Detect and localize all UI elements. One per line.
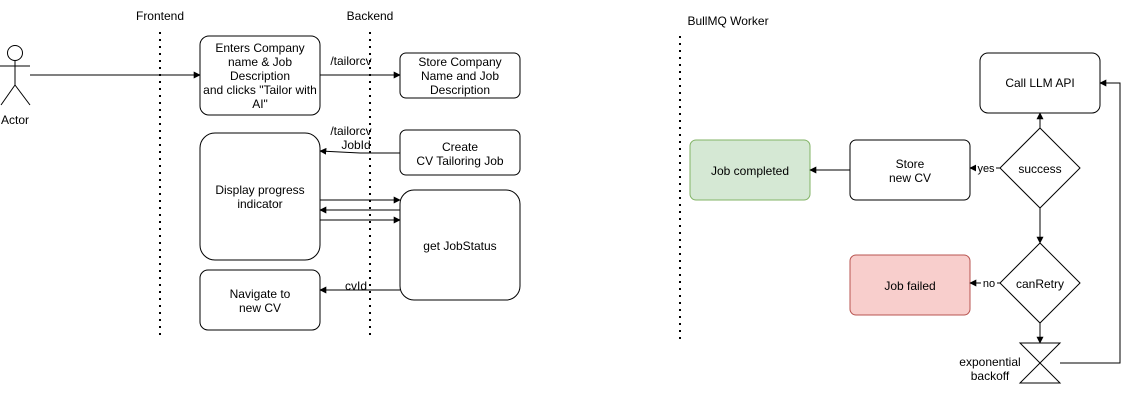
display-progress-box bbox=[199, 132, 321, 261]
tailorcv-response-label-2: JobId bbox=[341, 138, 370, 152]
job-completed-label: Job completed bbox=[711, 164, 789, 178]
job-failed-label: Job failed bbox=[884, 279, 935, 293]
backoff-timer-icon bbox=[1018, 342, 1062, 384]
label-line: Store bbox=[896, 157, 925, 171]
label-line: backoff bbox=[971, 369, 1010, 383]
lane-label-frontend: Frontend bbox=[136, 9, 184, 23]
label-line: AI" bbox=[252, 97, 268, 111]
actor-icon bbox=[0, 45, 31, 106]
lane-label-worker: BullMQ Worker bbox=[687, 14, 768, 28]
get-job-status-box bbox=[399, 189, 521, 301]
label-line: indicator bbox=[237, 197, 282, 211]
label-line: and clicks "Tailor with bbox=[203, 83, 317, 97]
call-llm-label: Call LLM API bbox=[1005, 76, 1074, 90]
label-line: Name and Job bbox=[421, 69, 499, 83]
label-line: exponential bbox=[959, 355, 1020, 369]
label-line: new CV bbox=[239, 301, 281, 315]
label-line: Job failed bbox=[884, 279, 935, 293]
label-line: success bbox=[1018, 162, 1061, 176]
tailorcv-response-label-1: /tailorcv bbox=[330, 124, 371, 138]
label-line: Description bbox=[230, 69, 290, 83]
get-job-status-label: get JobStatus bbox=[423, 239, 496, 253]
actor-label: Actor bbox=[1, 113, 29, 127]
lane-label-backend: Backend bbox=[347, 9, 394, 23]
label-line: new CV bbox=[889, 171, 931, 185]
label-line: Enters Company bbox=[215, 41, 304, 55]
can-retry-label: canRetry bbox=[1016, 277, 1064, 291]
cvid-label: cvId bbox=[345, 279, 367, 293]
label-line: Display progress bbox=[215, 183, 304, 197]
tailorcv-request-label: /tailorcv bbox=[330, 54, 371, 68]
label-line: Description bbox=[430, 83, 490, 97]
label-line: name & Job bbox=[228, 55, 292, 69]
label-line: Store Company bbox=[418, 55, 501, 69]
label-line: get JobStatus bbox=[423, 239, 496, 253]
label-line: Navigate to bbox=[230, 287, 291, 301]
label-line: canRetry bbox=[1016, 277, 1064, 291]
label-line: Call LLM API bbox=[1005, 76, 1074, 90]
create-to-progress-arrow bbox=[319, 147, 400, 155]
label-line: Job completed bbox=[711, 164, 789, 178]
yes-label: yes bbox=[977, 163, 995, 175]
no-label: no bbox=[983, 278, 995, 290]
navigate-cv-box bbox=[199, 269, 321, 331]
label-line: Create bbox=[442, 140, 478, 154]
success-label: success bbox=[1018, 162, 1061, 176]
backoff-loop-arrow bbox=[1060, 79, 1121, 364]
label-line: CV Tailoring Job bbox=[416, 154, 503, 168]
